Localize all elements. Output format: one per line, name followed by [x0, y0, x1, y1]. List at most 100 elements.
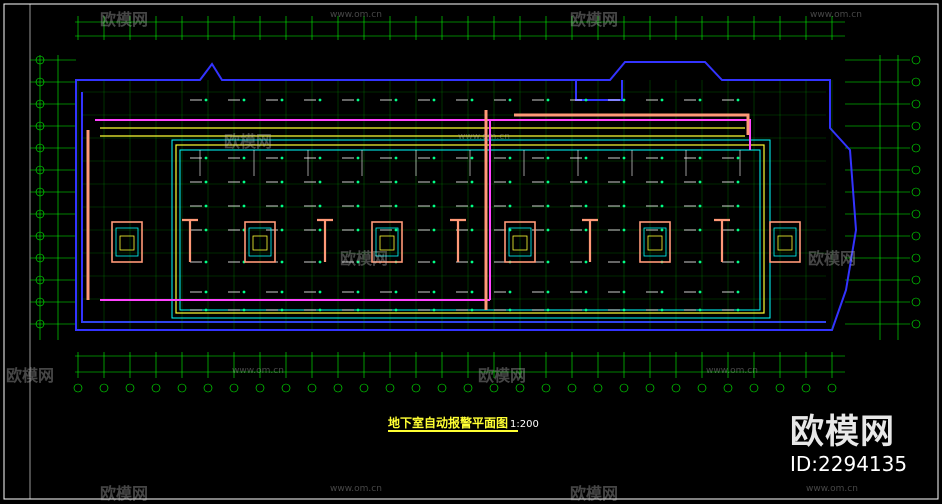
- smoke-detector: [546, 260, 550, 264]
- smoke-detector: [736, 228, 740, 232]
- structural-grid: [77, 80, 833, 330]
- smoke-detector: [280, 228, 284, 232]
- smoke-detector: [318, 228, 322, 232]
- smoke-detector: [584, 156, 588, 160]
- axis-bubble: [411, 383, 421, 393]
- building-walls: [75, 61, 858, 331]
- smoke-detector: [660, 98, 664, 102]
- smoke-detector: [394, 228, 398, 232]
- watermark-id: ID:2294135: [790, 452, 908, 476]
- smoke-detector: [584, 204, 588, 208]
- axis-bubble: [593, 383, 603, 393]
- stair-core: [647, 235, 663, 251]
- smoke-detector: [660, 156, 664, 160]
- stair-core: [252, 235, 268, 251]
- dimension-lines-right: [879, 55, 899, 340]
- smoke-detector: [204, 156, 208, 160]
- smoke-detector: [736, 180, 740, 184]
- smoke-detector: [470, 290, 474, 294]
- smoke-detector: [356, 180, 360, 184]
- smoke-detector: [584, 308, 588, 312]
- stair-core: [777, 235, 793, 251]
- smoke-detector: [318, 290, 322, 294]
- smoke-detector: [546, 228, 550, 232]
- pillar: [582, 218, 598, 262]
- smoke-detector: [318, 308, 322, 312]
- stair-core: [643, 227, 667, 257]
- smoke-detector: [356, 228, 360, 232]
- smoke-detector: [470, 308, 474, 312]
- axis-bubble: [333, 383, 343, 393]
- axis-bubble: [911, 319, 921, 329]
- stair-core: [244, 221, 276, 263]
- smoke-detector: [508, 98, 512, 102]
- smoke-detector: [318, 98, 322, 102]
- smoke-detector: [394, 156, 398, 160]
- dimension-ticks-top: [77, 16, 833, 40]
- pillar: [714, 218, 730, 262]
- smoke-detector: [432, 98, 436, 102]
- smoke-detector: [470, 180, 474, 184]
- smoke-detector: [242, 180, 246, 184]
- smoke-detector: [356, 290, 360, 294]
- smoke-detector: [356, 156, 360, 160]
- smoke-detector: [242, 290, 246, 294]
- smoke-detector: [698, 98, 702, 102]
- smoke-detector: [698, 308, 702, 312]
- axis-bubble: [749, 383, 759, 393]
- smoke-detector: [280, 260, 284, 264]
- smoke-detector: [622, 180, 626, 184]
- stair-core: [119, 235, 135, 251]
- axis-bubble: [515, 383, 525, 393]
- axis-bubble: [911, 99, 921, 109]
- smoke-detector: [204, 204, 208, 208]
- smoke-detector: [204, 180, 208, 184]
- axis-bubble: [911, 121, 921, 131]
- smoke-detector: [584, 98, 588, 102]
- smoke-detector: [432, 180, 436, 184]
- sheet-border: [3, 3, 939, 500]
- stair-core: [371, 221, 403, 263]
- smoke-detector: [698, 180, 702, 184]
- smoke-detector: [508, 308, 512, 312]
- smoke-detector: [432, 228, 436, 232]
- drawing-title-underline: [388, 430, 518, 432]
- axis-bubble: [911, 209, 921, 219]
- alarm-loop-yellow: [100, 127, 765, 314]
- smoke-detector: [546, 308, 550, 312]
- smoke-detector: [660, 204, 664, 208]
- smoke-detector: [546, 290, 550, 294]
- smoke-detector: [394, 204, 398, 208]
- smoke-detector: [280, 156, 284, 160]
- axis-bubble: [463, 383, 473, 393]
- smoke-detector: [432, 156, 436, 160]
- smoke-detector: [356, 98, 360, 102]
- axis-bubble: [359, 383, 369, 393]
- smoke-detector: [432, 290, 436, 294]
- smoke-detector: [622, 156, 626, 160]
- smoke-detector: [470, 204, 474, 208]
- smoke-detector: [622, 228, 626, 232]
- smoke-detector: [470, 156, 474, 160]
- smoke-detector: [470, 260, 474, 264]
- smoke-detector: [698, 156, 702, 160]
- smoke-detector: [318, 260, 322, 264]
- smoke-detector: [736, 156, 740, 160]
- smoke-detector: [546, 156, 550, 160]
- smoke-detector: [280, 308, 284, 312]
- axis-bubble: [203, 383, 213, 393]
- axis-bubble: [125, 383, 135, 393]
- pipe-salmon: [86, 110, 750, 310]
- dimension-lines-bottom: [75, 355, 845, 373]
- smoke-detector: [622, 98, 626, 102]
- smoke-detector: [546, 98, 550, 102]
- smoke-detector: [470, 228, 474, 232]
- axis-bubble: [437, 383, 447, 393]
- smoke-detector: [318, 204, 322, 208]
- smoke-detector: [660, 308, 664, 312]
- stair-core: [504, 221, 536, 263]
- smoke-detector: [546, 180, 550, 184]
- smoke-detector: [622, 260, 626, 264]
- axis-bubble: [911, 253, 921, 263]
